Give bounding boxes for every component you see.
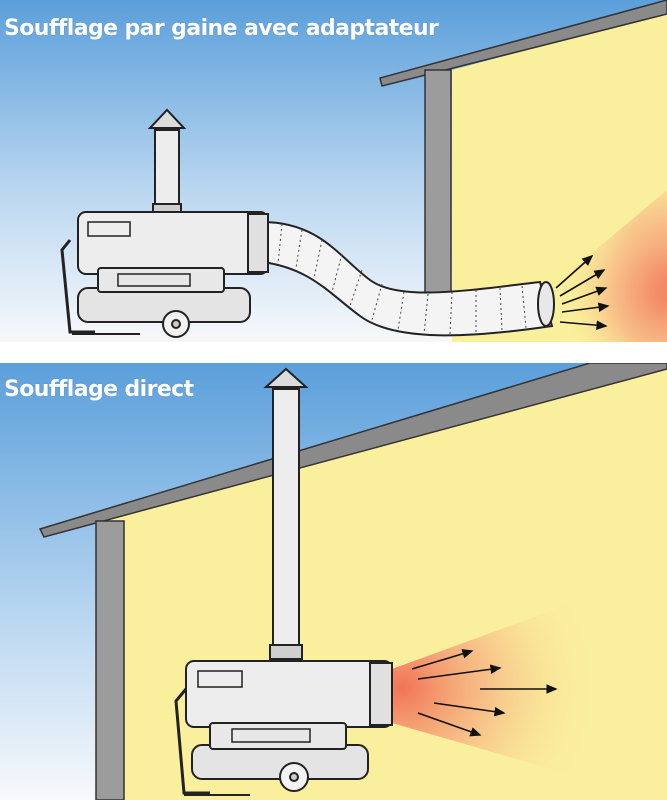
wall-post: [95, 520, 125, 800]
duct-corrugation-icon: [277, 223, 527, 335]
exhaust-chimney-icon: [154, 129, 180, 215]
direct-blowing-illustration: [0, 363, 667, 800]
heater-base: [97, 267, 225, 293]
exhaust-chimney-icon: [272, 388, 300, 660]
airflow-arrows-icon: [555, 254, 610, 330]
duct-outlet: [537, 281, 555, 327]
panel-duct-blowing: Soufflage par gaine avec adaptateur: [0, 0, 667, 342]
mobile-fuel-heater-icon: [174, 367, 393, 796]
panel-divider: [0, 342, 667, 363]
duct-blowing-illustration: [0, 0, 667, 342]
panel-direct-blowing: Soufflage direct: [0, 363, 667, 800]
heater-base: [209, 722, 347, 750]
chimney-cap: [263, 367, 309, 388]
heater-control-panel: [87, 221, 131, 237]
heater-outlet-collar: [247, 213, 269, 273]
roof-edge: [379, 0, 667, 87]
caption-direct-blowing: Soufflage direct: [4, 377, 194, 402]
wall-post: [424, 69, 452, 297]
mobile-fuel-heater-icon: [60, 108, 269, 338]
heater-handle: [60, 239, 95, 334]
warm-air-zone: [392, 593, 600, 783]
ground: [0, 335, 667, 342]
heater-control-panel: [197, 670, 243, 688]
airflow-arrows-icon: [411, 649, 558, 737]
flexible-duct: [261, 220, 554, 337]
roof-edge: [38, 363, 667, 538]
chimney-cap: [147, 108, 187, 129]
heater-handle: [174, 688, 210, 795]
caption-duct-blowing: Soufflage par gaine avec adaptateur: [4, 16, 439, 41]
heater-outlet-collar: [369, 662, 393, 726]
